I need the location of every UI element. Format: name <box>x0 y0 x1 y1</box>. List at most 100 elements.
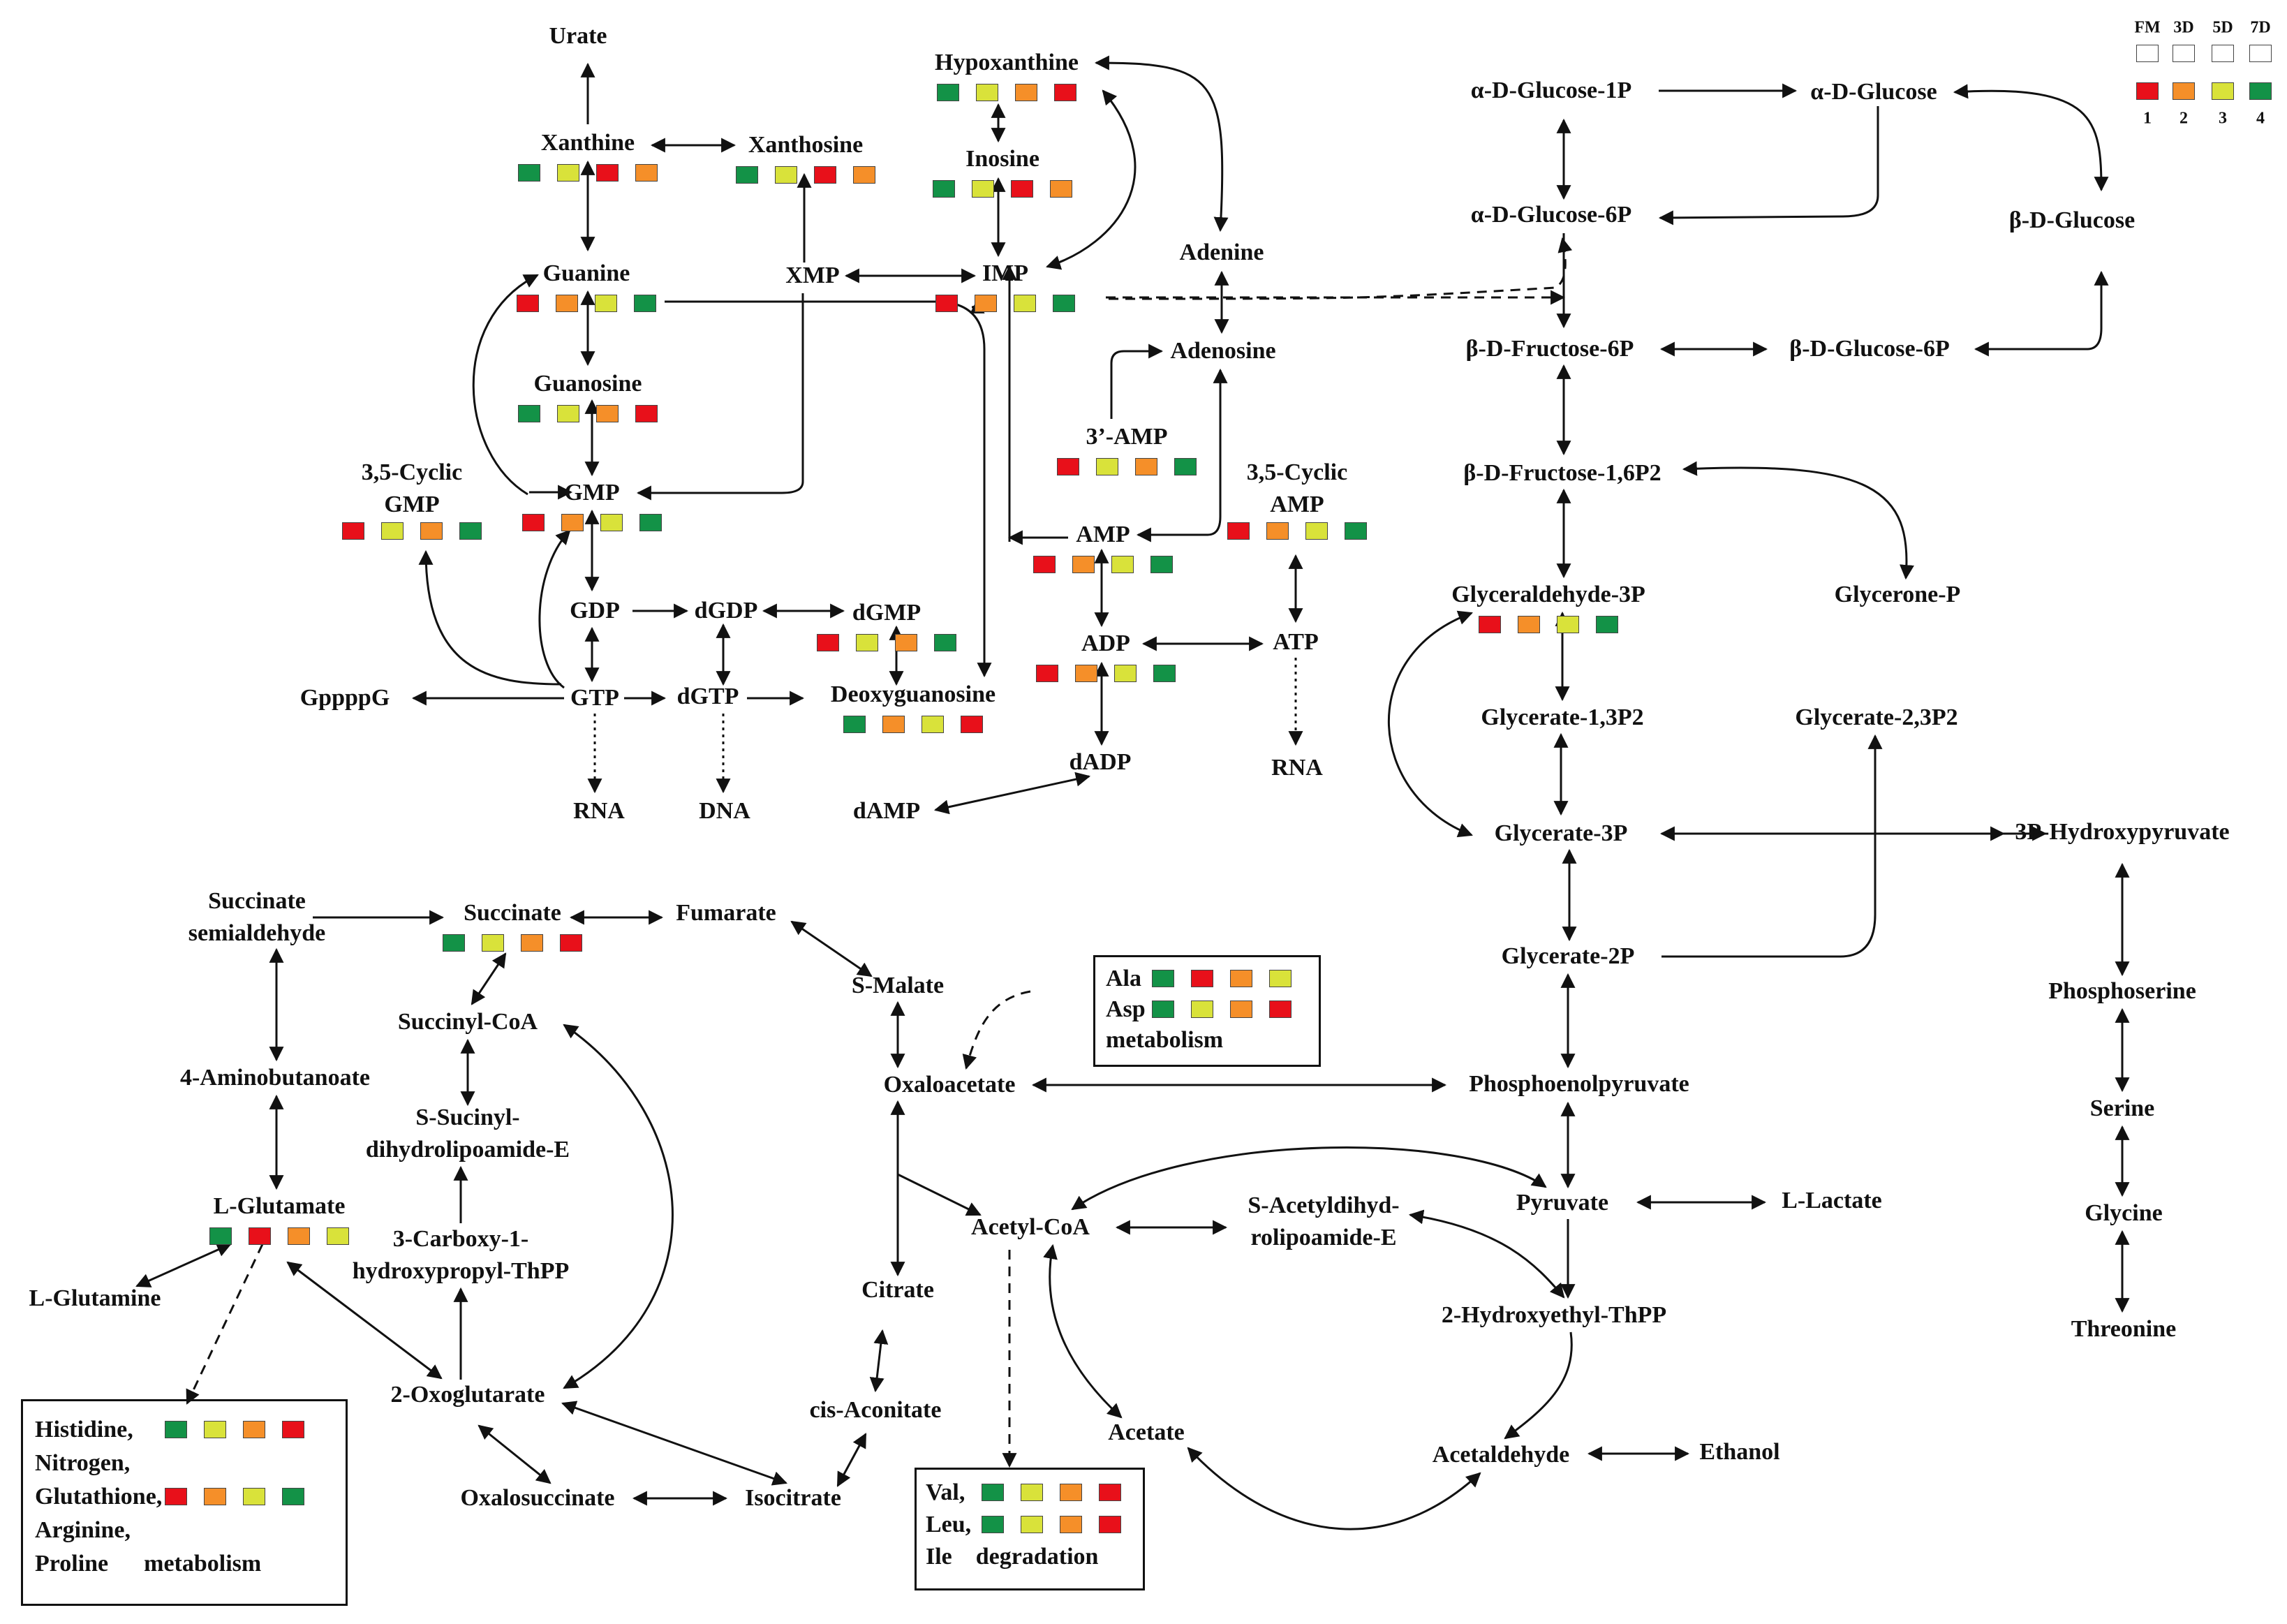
state-4-swatch <box>1153 665 1176 682</box>
edge-arrow-83 <box>471 952 507 1005</box>
node-amp3: 3’-AMP <box>1086 424 1168 450</box>
legend-header-1: 3D <box>2173 18 2194 37</box>
val-leu-ile-degradation-box <box>915 1468 1145 1590</box>
hist-line-3: Arginine, <box>35 1517 131 1543</box>
state-4-swatch <box>639 514 662 531</box>
edge-arrow-8 <box>1046 89 1137 270</box>
node-pser: Phosphoserine <box>2048 978 2196 1004</box>
state-2-swatch <box>775 166 797 184</box>
node-pyr: Pyruvate <box>1516 1190 1609 1216</box>
node-inosine-expression-boxes <box>933 180 1072 198</box>
node-succ-expression-boxes <box>443 934 582 952</box>
node-guanine: Guanine <box>542 260 630 286</box>
state-1-swatch <box>1057 458 1079 475</box>
state-4-swatch <box>560 934 582 952</box>
edge-arrow-15 <box>636 293 804 501</box>
node-adp-expression-boxes <box>1036 665 1176 682</box>
legend-header-2: 5D <box>2212 18 2233 37</box>
state-4-swatch <box>1269 970 1291 987</box>
node-glu: L-Glutamate <box>213 1193 346 1219</box>
edge-arrow-18 <box>472 274 539 496</box>
node-dgtp: dGTP <box>676 684 739 709</box>
state-1-swatch <box>518 164 540 182</box>
state-2-swatch <box>1191 1001 1213 1018</box>
node-atp: ATP <box>1273 629 1319 655</box>
hist-line-2: Glutathione, <box>35 1484 163 1509</box>
node-imp-expression-boxes <box>935 295 1075 312</box>
node-dgmp-expression-boxes <box>817 634 956 651</box>
node-acald: Acetaldehyde <box>1432 1442 1570 1468</box>
state-4-swatch <box>282 1421 304 1438</box>
node-f16p: β-D-Fructose-1,6P2 <box>1463 460 1661 486</box>
state-2-swatch <box>1518 616 1540 633</box>
state-1-swatch <box>1152 1001 1174 1018</box>
vli-line-2: Ile degradation <box>926 1544 1099 1570</box>
state-4-swatch <box>1345 522 1367 540</box>
node-dna: DNA <box>699 798 750 824</box>
node-lac: L-Lactate <box>1782 1188 1882 1213</box>
hist-line-1: Nitrogen, <box>35 1450 131 1476</box>
node-akg: 2-Oxoglutarate <box>390 1382 545 1408</box>
state-2-swatch <box>557 164 579 182</box>
state-1-swatch <box>165 1488 187 1505</box>
state-4-swatch <box>459 522 482 540</box>
state-2-swatch <box>482 934 504 952</box>
node-aglc: α-D-Glucose <box>1810 79 1937 105</box>
node-pep: Phosphoenolpyruvate <box>1469 1071 1689 1097</box>
legend-number-4: 4 <box>2256 109 2265 128</box>
edge-arrow-93 <box>478 1424 552 1484</box>
node-xanthosine: Xanthosine <box>748 132 864 158</box>
node-pg2: Glycerate-2P <box>1501 943 1635 969</box>
hist-line-4: Proline metabolism <box>35 1551 262 1577</box>
legend-color-swatch-4 <box>2249 82 2272 100</box>
node-amp-expression-boxes <box>1033 556 1173 573</box>
edge-arrow-91 <box>186 1243 264 1405</box>
state-2-swatch <box>561 514 584 531</box>
node-camp-expression-boxes <box>1227 522 1367 540</box>
node-gln: L-Glutamine <box>29 1285 161 1311</box>
state-4-swatch <box>1050 180 1072 198</box>
edge-arrow-29 <box>538 529 571 689</box>
node-cisaco: cis-Aconitate <box>809 1397 942 1423</box>
state-1-swatch <box>1227 522 1250 540</box>
node-gmp: GMP <box>564 480 620 505</box>
node-dadp: dADP <box>1069 749 1132 775</box>
node-oxs: Oxalosuccinate <box>460 1485 615 1511</box>
node-hpyr: 3P-Hydroxypyruvate <box>2015 819 2230 845</box>
edge-arrow-81 <box>790 920 873 977</box>
state-1-swatch <box>518 405 540 422</box>
node-gap-expression-boxes <box>1479 616 1618 633</box>
node-f6p: β-D-Fructose-6P <box>1465 336 1634 362</box>
node-g1p: α-D-Glucose-1P <box>1470 77 1632 103</box>
ala_asp-line-0: Ala <box>1106 966 1141 991</box>
node-xanthosine-expression-boxes <box>736 166 875 184</box>
edge-arrow-78 <box>962 990 1031 1070</box>
legend-empty-swatch-1 <box>2173 45 2195 62</box>
node-ssa: Succinate semialdehyde <box>188 888 326 946</box>
hist-line-0: Histidine, <box>35 1417 133 1442</box>
state-3-swatch <box>814 166 836 184</box>
histidine-metabolism-box <box>21 1399 348 1606</box>
state-3-swatch <box>1230 970 1252 987</box>
node-gly: Glycine <box>2085 1200 2163 1226</box>
node-oaa: Oxaloacetate <box>883 1072 1016 1098</box>
state-4-swatch <box>1099 1484 1121 1501</box>
state-2-swatch <box>556 295 578 312</box>
node-deoxyguanosine: Deoxyguanosine <box>830 681 996 707</box>
node-dgdp: dGDP <box>694 598 758 623</box>
node-hypoxanthine: Hypoxanthine <box>935 50 1079 75</box>
hist-line-2-boxes <box>165 1488 304 1505</box>
state-1-swatch <box>935 295 958 312</box>
node-cgmp: 3,5-Cyclic GMP <box>361 459 463 517</box>
state-4-swatch <box>961 716 983 733</box>
node-adp: ADP <box>1081 630 1130 656</box>
state-3-swatch <box>600 514 623 531</box>
node-xmp: XMP <box>785 263 840 288</box>
legend-number-3: 3 <box>2219 109 2227 128</box>
state-3-swatch <box>1111 556 1134 573</box>
node-ssdl: S-Sucinyl- dihydrolipoamide-E <box>365 1105 570 1162</box>
edge-arrow-54 <box>1388 610 1473 838</box>
node-ser: Serine <box>2089 1095 2155 1121</box>
node-g6p: α-D-Glucose-6P <box>1470 202 1632 228</box>
